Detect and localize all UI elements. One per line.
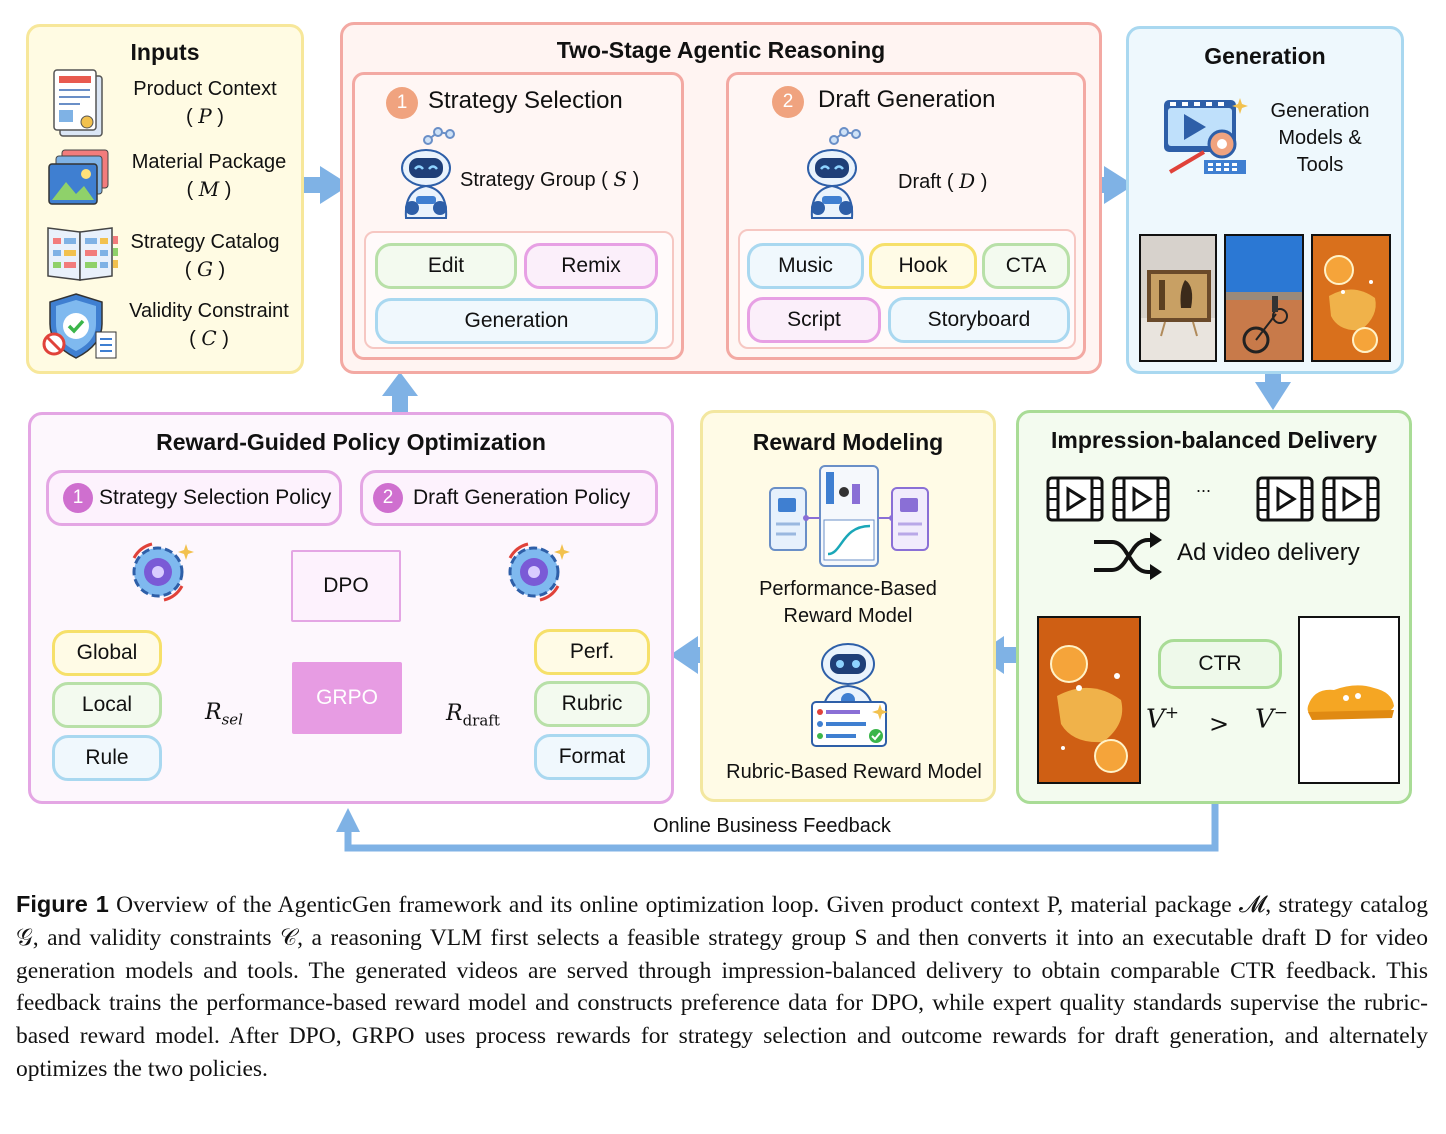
r-sel-label: Rsel <box>205 700 243 729</box>
v-plus-label: V+ <box>1146 703 1180 735</box>
shuffle-icon <box>1094 532 1162 580</box>
input-symbol: ( M ) <box>186 177 232 201</box>
draft-output: Draft ( D ) <box>898 169 988 193</box>
feedback-label: Online Business Feedback <box>653 815 891 838</box>
chip-cta: CTA <box>982 243 1070 289</box>
rubric-robot-icon <box>811 643 888 747</box>
policy1-badge: 1 <box>63 483 93 513</box>
input-symbol: ( P ) <box>186 104 224 128</box>
delivery-title: Impression-balanced Delivery <box>1051 427 1377 453</box>
reasoning-title: Two-Stage Agentic Reasoning <box>556 37 886 63</box>
optimizer-gear-icon <box>508 542 570 602</box>
robot-icon <box>807 127 861 219</box>
reward-global: Global <box>52 630 162 676</box>
chip-music: Music <box>747 243 864 289</box>
flow-arrow-inputs-to-reasoning <box>300 166 350 204</box>
reward-rubric: Rubric <box>534 681 650 727</box>
rubric-model-label: Rubric-Based Reward Model <box>726 761 982 783</box>
chip-storyboard: Storyboard <box>888 297 1070 343</box>
robot-icon <box>401 127 455 219</box>
flow-arrow-reasoning-to-generation <box>1100 166 1134 204</box>
generated-video-frame-3 <box>1311 234 1391 362</box>
v-minus-label: V− <box>1255 703 1289 735</box>
stage1-badge: 1 <box>386 87 418 119</box>
policy-title: Reward-Guided Policy Optimization <box>156 429 546 455</box>
reward-local: Local <box>52 682 162 728</box>
video-tools-icon <box>1164 98 1248 174</box>
optimizer-gear-icon <box>132 542 194 602</box>
input-label: Product Context <box>133 78 277 100</box>
reward-perf: Perf. <box>534 629 650 675</box>
caption-text: Overview of the AgenticGen framework and… <box>16 892 1429 1082</box>
r-draft-label: Rdraft <box>446 701 500 730</box>
greater-than-symbol: > <box>1209 710 1230 738</box>
generation-title: Generation <box>1204 43 1326 69</box>
input-symbol: ( C ) <box>189 326 229 350</box>
feedback-loop-arrow <box>336 803 1219 852</box>
stage2-badge: 2 <box>772 86 804 118</box>
strategy-group-output: Strategy Group ( S ) <box>460 167 640 191</box>
video-icon <box>1112 476 1170 522</box>
chip-hook: Hook <box>869 243 977 289</box>
generated-video-frame-1 <box>1139 234 1217 362</box>
chip-generation: Generation <box>375 298 658 344</box>
input-validity-constraint: Validity Constraint ( C ) <box>116 298 302 353</box>
grpo-box: GRPO <box>292 662 402 734</box>
dpo-box: DPO <box>291 550 401 622</box>
policy2-badge: 2 <box>373 483 403 513</box>
caption-label: Figure 1 <box>16 891 109 917</box>
ctr-box: CTR <box>1158 639 1282 689</box>
inputs-title: Inputs <box>130 39 200 65</box>
video-icon <box>1322 476 1380 522</box>
draft-generation-policy: 2 Draft Generation Policy <box>360 470 658 526</box>
image-stack-icon <box>48 149 109 205</box>
flow-arrow-generation-to-delivery <box>1255 372 1291 410</box>
input-strategy-catalog: Strategy Catalog ( G ) <box>110 229 300 284</box>
chip-remix: Remix <box>524 243 658 289</box>
document-stack-icon <box>53 69 103 137</box>
input-label: Validity Constraint <box>129 300 289 322</box>
reward-modeling-title: Reward Modeling <box>752 429 944 455</box>
ad-video-positive <box>1037 616 1141 784</box>
video-icon <box>1046 476 1104 522</box>
chip-script: Script <box>747 297 881 343</box>
input-product-context: Product Context ( P ) <box>110 76 300 131</box>
figure-caption: Figure 1 Overview of the AgenticGen fram… <box>16 888 1428 1086</box>
strategy-selection-policy: 1 Strategy Selection Policy <box>46 470 342 526</box>
shield-check-icon <box>42 293 117 359</box>
stage1-title: Strategy Selection <box>428 87 623 114</box>
input-symbol: ( G ) <box>184 257 226 281</box>
flow-arrow-policy-to-reasoning <box>382 372 418 414</box>
chip-edit: Edit <box>375 243 517 289</box>
ad-video-negative <box>1298 616 1400 784</box>
input-label: Strategy Catalog <box>130 231 280 253</box>
stage2-title: Draft Generation <box>818 86 996 113</box>
reward-rule: Rule <box>52 735 162 781</box>
delivery-label: Ad video delivery <box>1177 539 1360 566</box>
catalog-book-icon <box>47 227 118 281</box>
video-icon <box>1256 476 1314 522</box>
generated-video-frame-2 <box>1224 234 1304 362</box>
reward-format: Format <box>534 734 650 780</box>
performance-model-icon <box>769 465 929 567</box>
input-label: Material Package <box>131 151 287 173</box>
video-ellipsis: ... <box>1196 476 1212 496</box>
input-material-package: Material Package ( M ) <box>110 149 308 204</box>
